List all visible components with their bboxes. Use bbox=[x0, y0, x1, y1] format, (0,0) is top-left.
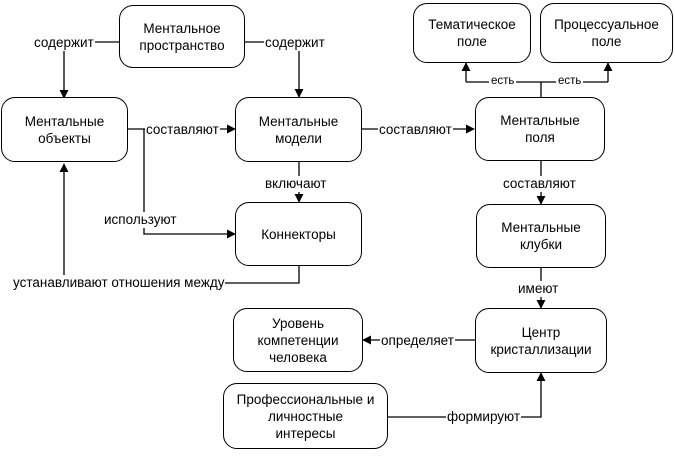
node-connectors: Коннекторы bbox=[235, 202, 362, 266]
label-contains-2: содержит bbox=[264, 35, 326, 51]
edge-interests-form-center bbox=[388, 372, 546, 418]
node-mental-fields: Ментальные поля bbox=[475, 97, 605, 161]
label-include: включают bbox=[264, 176, 328, 192]
node-mental-models: Ментальные модели bbox=[235, 97, 362, 162]
node-mental-objects: Ментальные объекты bbox=[1, 97, 128, 162]
node-interests: Профессиональные и личностные интересы bbox=[223, 383, 388, 449]
node-mental-space: Ментальное пространство bbox=[119, 5, 245, 68]
node-competence-level: Уровень компетенции человека bbox=[233, 308, 363, 372]
label-compose-2: составляют bbox=[378, 122, 453, 138]
label-use: используют bbox=[103, 212, 178, 228]
label-compose-3: составляют bbox=[502, 176, 577, 192]
node-mental-tangles: Ментальные клубки bbox=[476, 204, 606, 268]
label-contains-1: содержит bbox=[33, 35, 95, 51]
label-have: имеют bbox=[517, 281, 560, 297]
edge-fields-is-tree bbox=[466, 81, 608, 97]
label-form: формируют bbox=[446, 409, 522, 425]
node-process-field: Процессуальное поле bbox=[540, 3, 673, 63]
node-thematic-field: Тематическое поле bbox=[413, 3, 531, 63]
label-establish-relations: устанавливают отношения между bbox=[12, 275, 226, 291]
edge-objects-use-connectors bbox=[143, 129, 236, 239]
label-is-2: есть bbox=[556, 75, 584, 88]
label-compose-1: составляют bbox=[145, 122, 220, 138]
node-crystallization-center: Центр кристаллизации bbox=[475, 308, 607, 373]
label-determines: определяет bbox=[380, 333, 455, 349]
label-is-1: есть bbox=[489, 75, 517, 88]
